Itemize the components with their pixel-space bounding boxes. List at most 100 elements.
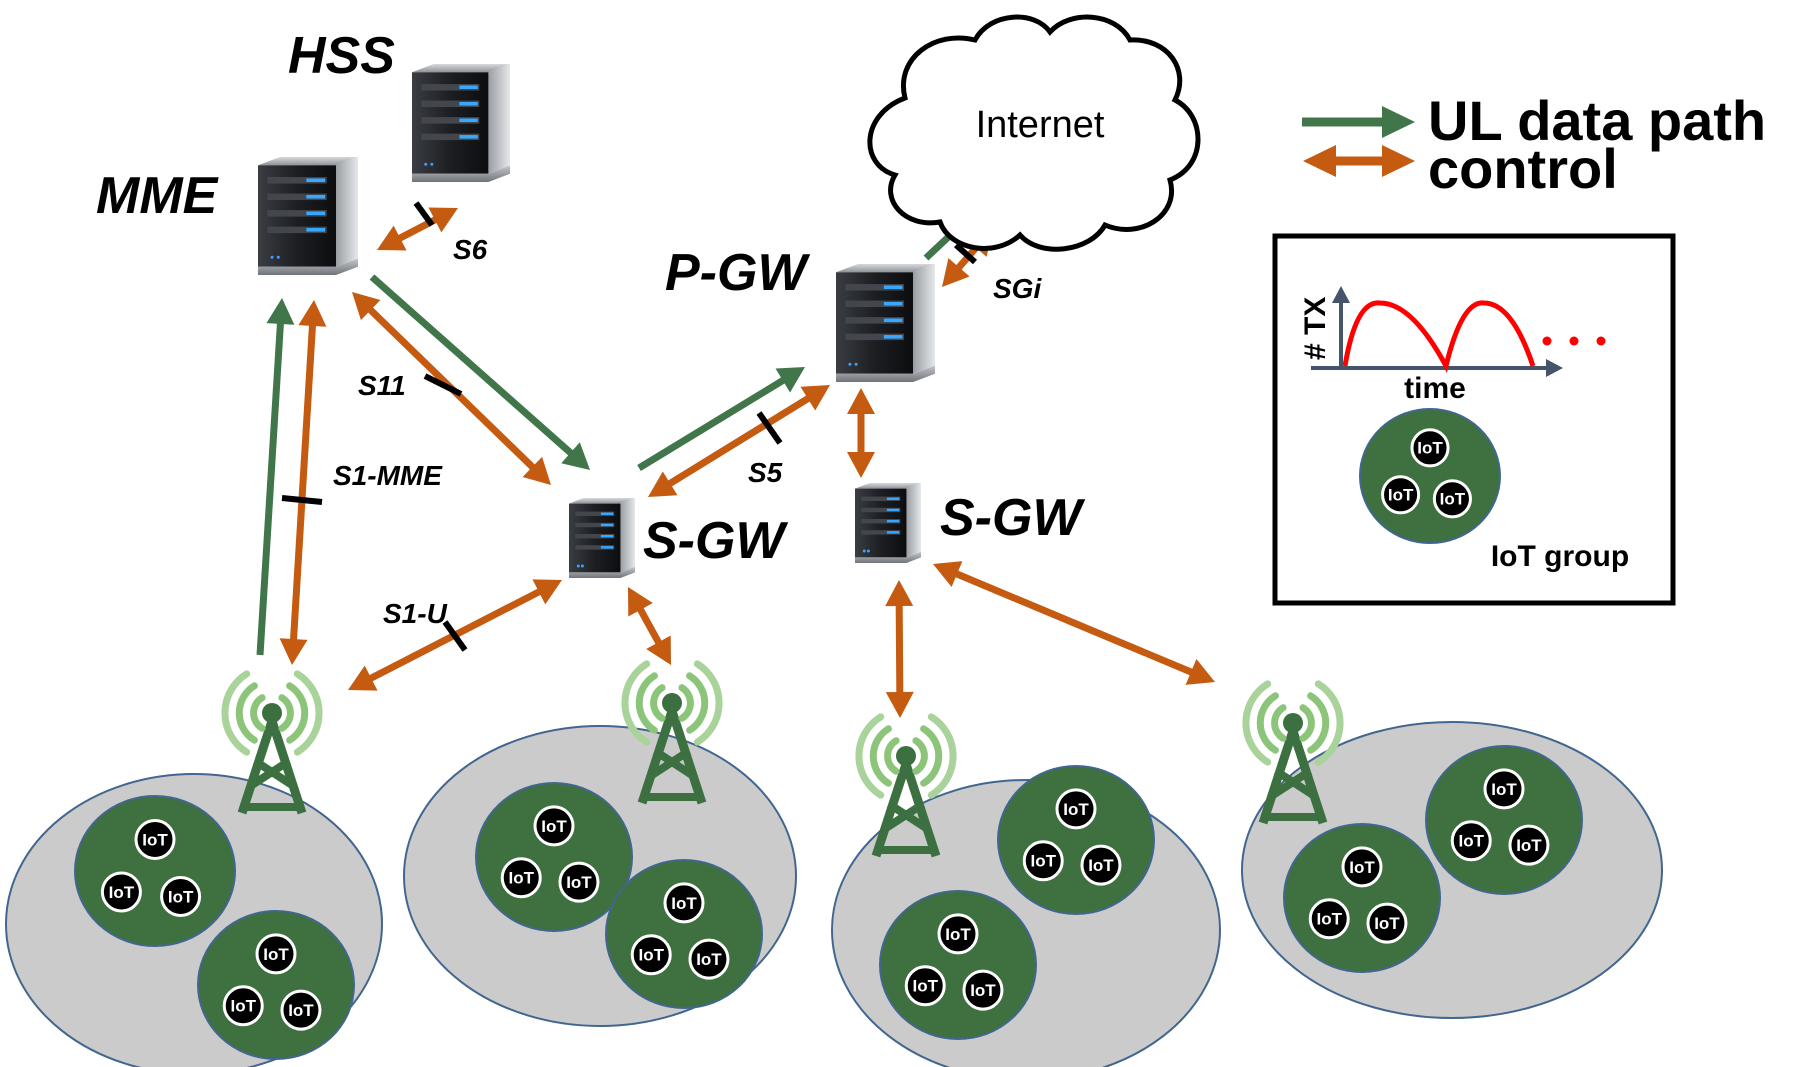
sgw-right-to-enb <box>885 580 914 718</box>
iot-device-label: IoT <box>1063 800 1089 819</box>
s5-label: S5 <box>748 457 783 488</box>
s1-mme-interface-marker <box>281 495 323 505</box>
hss-server-icon <box>412 64 510 182</box>
iot-device-label: IoT <box>912 977 938 996</box>
inset-group-label: IoT group <box>1491 540 1629 573</box>
s1-mme-label: S1-MME <box>333 460 443 491</box>
sgw-right-to-enb-far <box>933 561 1215 685</box>
iot-group-4: IoT IoT IoT <box>605 859 763 1009</box>
iot-group-inset: # TX time IoT IoT IoT IoT group <box>1272 233 1676 606</box>
iot-group-5: IoT IoT IoT <box>997 765 1155 915</box>
iot-device-label: IoT <box>566 873 592 892</box>
iot-device: IoT <box>100 871 142 913</box>
internet-label: Internet <box>976 104 1105 146</box>
iot-group-1: IoT IoT IoT <box>74 795 236 947</box>
s1-u-interface-marker <box>442 620 468 652</box>
towers-layer <box>221 660 1344 858</box>
iot-device-label: IoT <box>1491 780 1517 799</box>
inset-ellipsis-dot <box>1569 336 1579 346</box>
iot-device-label: IoT <box>142 831 168 850</box>
iot-device: IoT <box>1308 898 1350 940</box>
iot-device-label: IoT <box>263 945 289 964</box>
iot-device: IoT <box>1022 840 1064 882</box>
legend-control-arrow <box>1303 145 1415 177</box>
iot-group-8: IoT IoT IoT <box>1283 823 1441 973</box>
iot-device-label: IoT <box>1349 858 1375 877</box>
iot-device-label: IoT <box>671 894 697 913</box>
iot-device-label: IoT <box>109 883 135 902</box>
sgi-interface-marker <box>953 242 978 265</box>
iot-device: IoT <box>1341 846 1383 888</box>
iot-device: IoT <box>533 805 575 847</box>
iot-device: IoT <box>255 933 297 975</box>
sgi-label: SGi <box>993 273 1042 304</box>
iot-device-label: IoT <box>541 817 567 836</box>
inset-x-axis <box>1311 359 1563 377</box>
sgw-left-label: S-GW <box>643 512 788 570</box>
inset-ellipsis-dot <box>1542 336 1552 346</box>
s6-control <box>377 207 458 251</box>
mme-server-icon <box>258 157 358 275</box>
iot-device-label: IoT <box>945 925 971 944</box>
base-station-tower-1 <box>221 670 323 815</box>
base-station-tower-4 <box>1242 680 1344 825</box>
iot-device: IoT <box>904 965 946 1007</box>
pgw-to-sgw-right <box>847 388 875 478</box>
ul-sgw-to-pgw <box>637 367 805 471</box>
iot-device-label: IoT <box>1440 489 1466 508</box>
iot-group-2: IoT IoT IoT <box>197 910 355 1060</box>
iot-device: IoT <box>1055 788 1097 830</box>
iot-device-label: IoT <box>1030 852 1056 871</box>
iot-device: IoT <box>1366 902 1408 944</box>
legend-control-label: control <box>1428 137 1618 200</box>
iot-device-label: IoT <box>288 1001 314 1020</box>
iot-device-label: IoT <box>1088 856 1114 875</box>
iot-device-label: IoT <box>168 888 194 907</box>
s5-control <box>648 385 830 497</box>
iot-device: IoT <box>160 876 202 917</box>
iot-device: IoT <box>962 969 1004 1011</box>
iot-group-7: IoT IoT IoT <box>1425 745 1583 895</box>
iot-device: IoT <box>558 861 600 903</box>
iot-device: IoT <box>1508 824 1550 866</box>
s5-interface-marker <box>756 411 783 445</box>
iot-device-label: IoT <box>696 950 722 969</box>
pgw-label: P-GW <box>665 244 810 302</box>
s1-mme-control <box>279 300 327 665</box>
base-station-tower-2 <box>621 660 723 805</box>
iot-device-label: IoT <box>1374 914 1400 933</box>
inset-iot-group: IoT IoT IoT <box>1359 408 1501 544</box>
sgw-right-server-icon <box>855 483 921 563</box>
iot-device: IoT <box>663 882 705 924</box>
ul-enb-to-mme <box>256 298 295 656</box>
s1-u-label: S1-U <box>383 598 448 629</box>
s11-interface-marker <box>423 373 463 397</box>
ul-mme-to-sgw <box>369 274 590 470</box>
iot-group-3: IoT IoT IoT <box>475 782 633 932</box>
inset-iot-group-shape: IoT IoT IoT <box>1359 408 1501 544</box>
inset-x-axis-label: time <box>1404 372 1466 405</box>
hss-label: HSS <box>288 27 395 85</box>
iot-device-label: IoT <box>1388 485 1414 504</box>
iot-device-label: IoT <box>1516 836 1542 855</box>
legend: UL data path control <box>1302 89 1766 200</box>
iot-device: IoT <box>1450 820 1492 862</box>
iot-device-label: IoT <box>508 869 534 888</box>
iot-device: IoT <box>1483 768 1525 810</box>
internet-cloud: Internet <box>867 14 1201 252</box>
cloud-shape <box>867 14 1201 252</box>
servers-layer <box>258 64 935 578</box>
iot-device: IoT <box>500 857 542 899</box>
inset-y-axis-label: # TX <box>1299 297 1332 360</box>
iot-device-label: IoT <box>1458 832 1484 851</box>
iot-device: IoT <box>1381 475 1421 515</box>
iot-device-label: IoT <box>230 997 256 1016</box>
iot-device: IoT <box>1080 844 1122 886</box>
iot-device: IoT <box>688 938 730 980</box>
iot-device-label: IoT <box>1417 439 1443 458</box>
s6-interface-marker <box>413 201 435 227</box>
s6-label: S6 <box>453 234 488 265</box>
iot-device: IoT <box>630 934 672 976</box>
